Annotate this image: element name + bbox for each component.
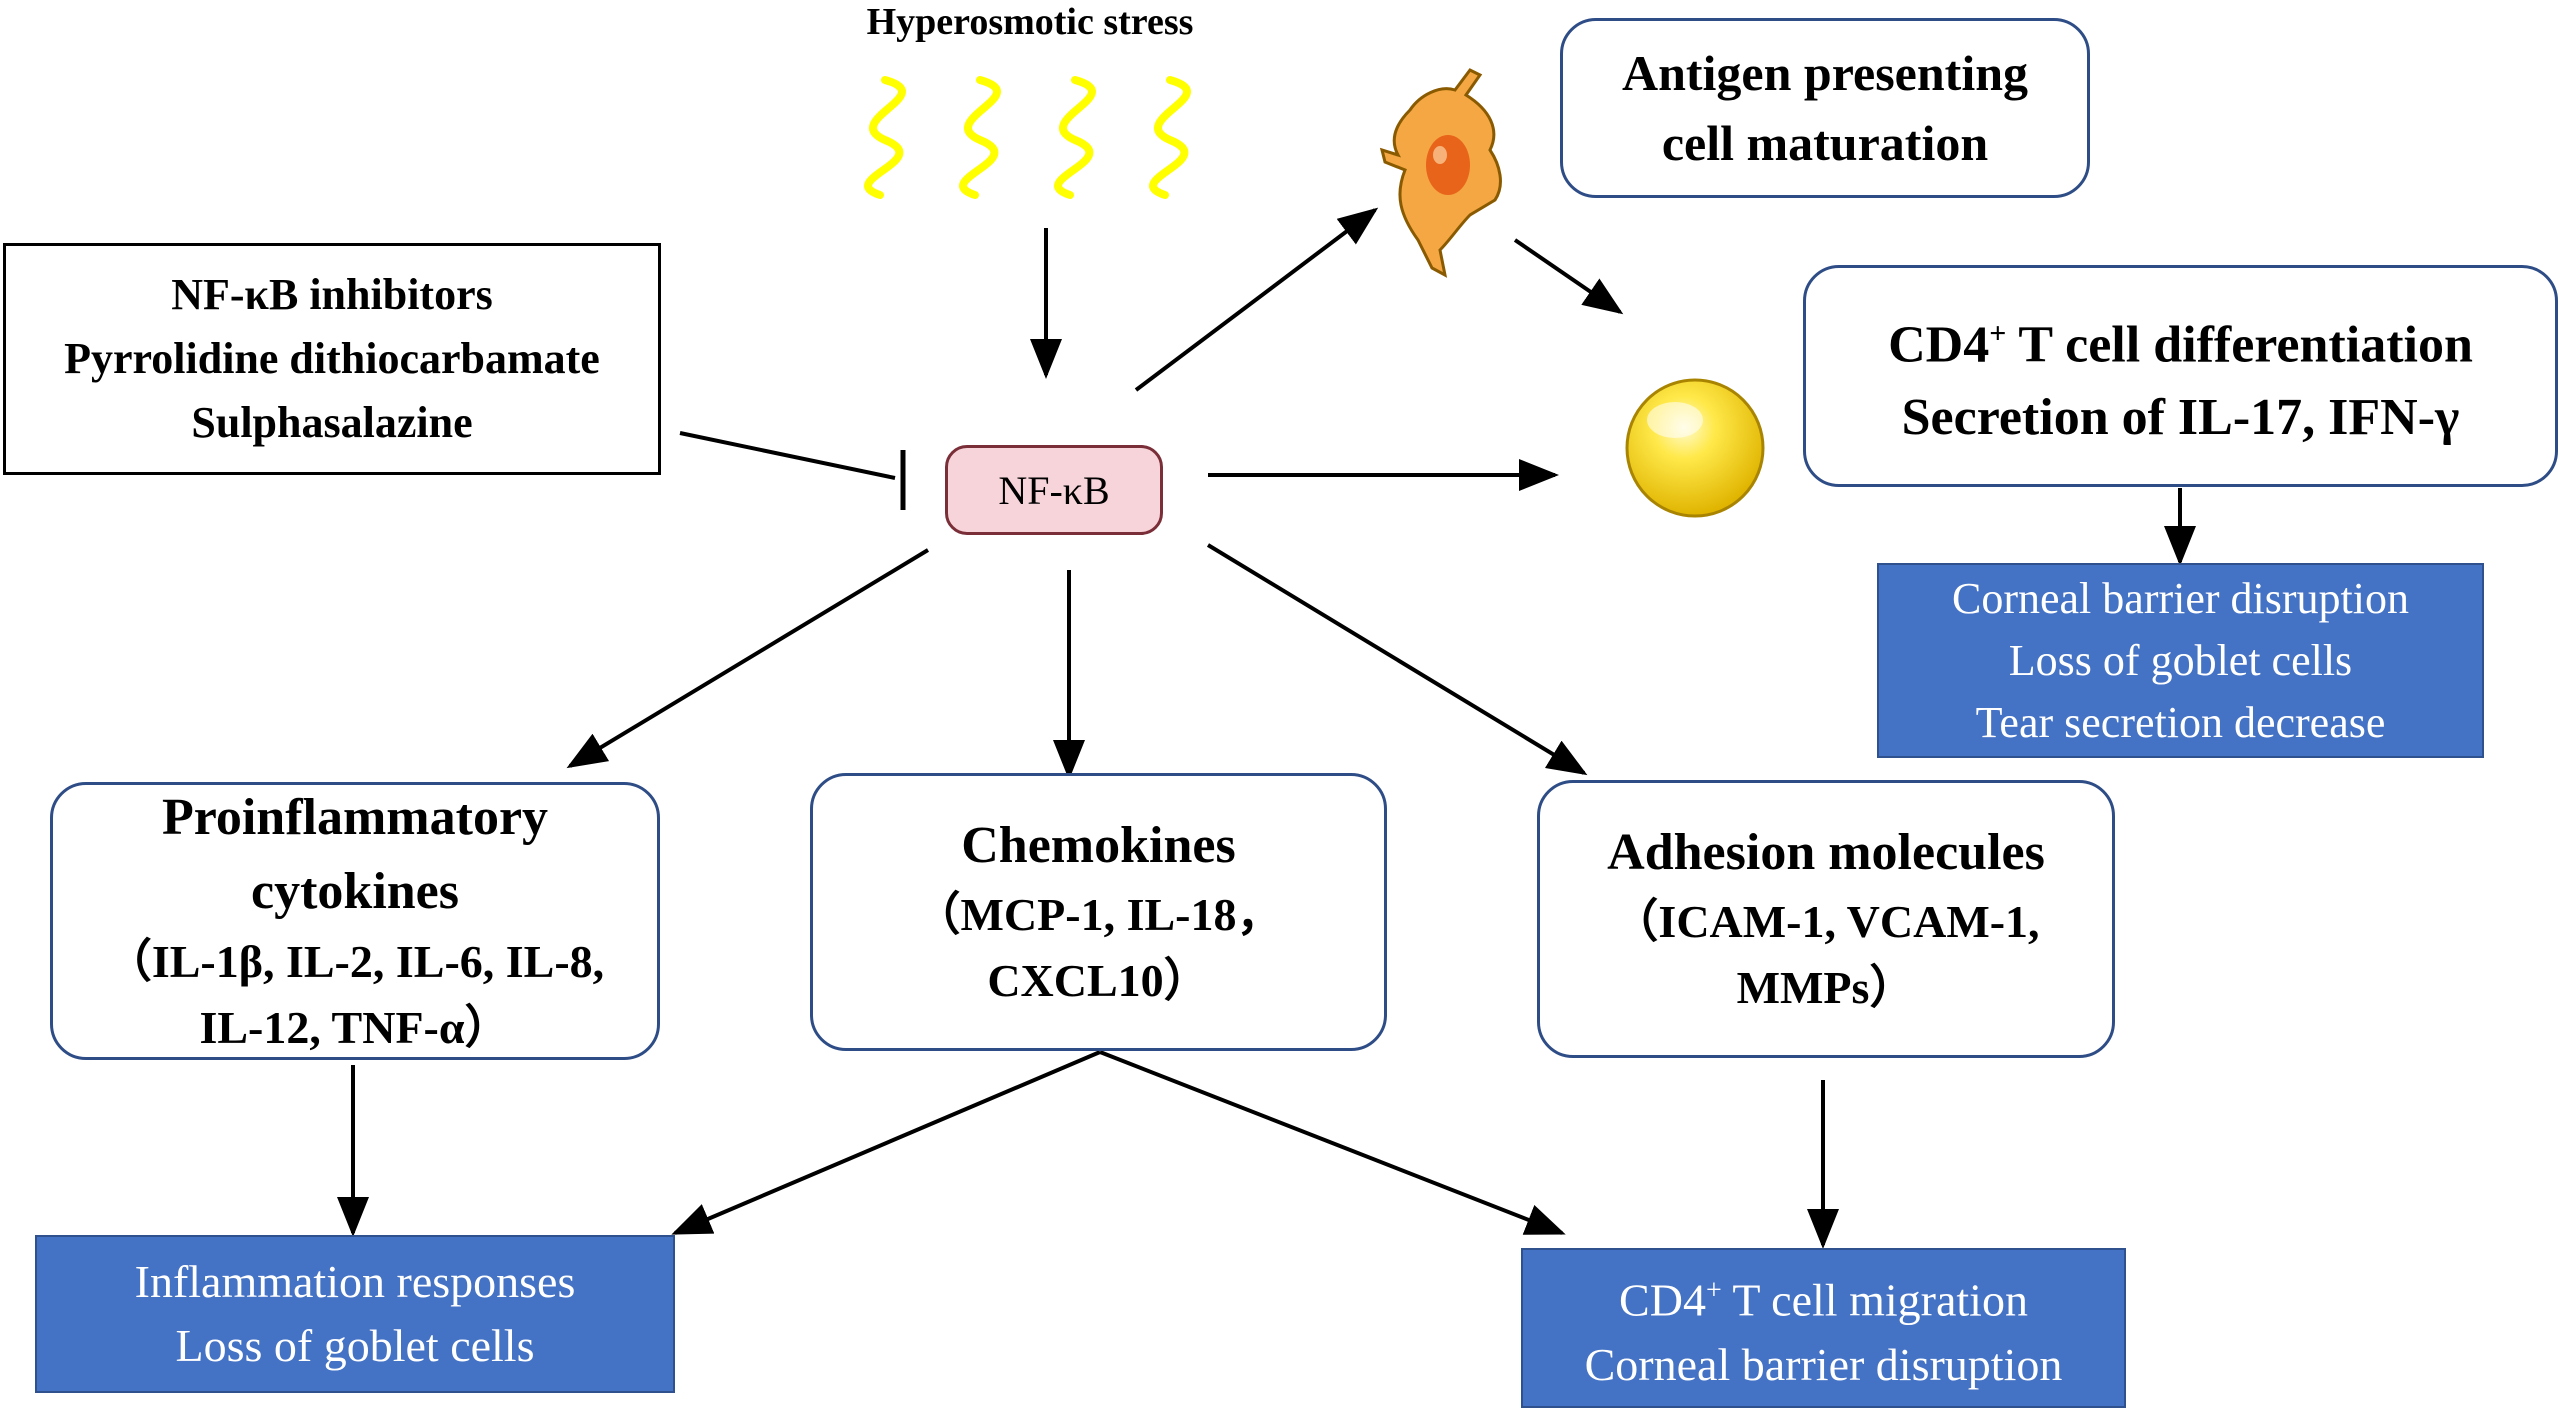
cytokines-title-1: Proinflammatory [161, 789, 549, 846]
adhesion-detail-2: MMPs） [1736, 962, 1916, 1013]
adhesion-title: Adhesion molecules [1607, 824, 2045, 881]
arrow-dendritic-to-tcell [1513, 238, 1624, 315]
stress-wave-4 [1149, 76, 1191, 199]
apc-line-2: cell maturation [1661, 115, 1989, 171]
migration-box: CD4+ T cell migration Corneal barrier di… [1521, 1248, 2126, 1408]
stress-wave-2 [959, 76, 1001, 199]
migration-line-1: CD4+ T cell migration [1619, 1274, 2028, 1326]
effect-tear-decrease: Tear secretion decrease [1975, 697, 2386, 747]
adhesion-detail-1: （ICAM-1, VCAM-1, [1612, 896, 2040, 947]
stress-label-text: Hyperosmotic stress [866, 1, 1194, 43]
stress-wave-3 [1054, 76, 1096, 199]
stress-label: Hyperosmotic stress [770, 0, 1290, 44]
tcell-effects-box: Corneal barrier disruption Loss of goble… [1877, 563, 2484, 758]
t-cell-icon [1625, 378, 1765, 518]
tcell-differentiation-box: CD4+ T cell differentiation Secretion of… [1803, 265, 2558, 487]
arrow-chemokines-to-migration [1099, 1050, 1566, 1235]
chemokines-detail-1: （MCP-1, IL-18， [914, 889, 1283, 940]
arrow-chemokines-to-inflammation [671, 1050, 1101, 1235]
tcell-diff-line-1: CD4+ T cell differentiation [1888, 316, 2473, 374]
chemokines-detail-2: CXCL10） [987, 955, 1210, 1006]
stress-wave-1 [864, 76, 906, 199]
cytokines-detail-2: IL-12, TNF-α） [199, 1002, 511, 1053]
inhibition-line [679, 431, 896, 480]
cytokines-title-2: cytokines [251, 863, 459, 920]
migration-line-2: Corneal barrier disruption [1584, 1338, 2063, 1390]
nfkb-node: NF-κB [945, 445, 1163, 535]
chemokines-title: Chemokines [961, 817, 1236, 874]
inhibitor-sulphasalazine: Sulphasalazine [191, 398, 473, 447]
cytokines-detail-1: （IL-1β, IL-2, IL-6, IL-8, [105, 936, 605, 987]
apc-maturation-box: Antigen presenting cell maturation [1560, 18, 2090, 198]
tcell-diff-line-2: Secretion of IL-17, IFN-γ [1901, 388, 2460, 446]
effect-goblet-loss: Loss of goblet cells [2008, 635, 2353, 685]
apc-line-1: Antigen presenting [1621, 45, 2029, 101]
inhibitors-box: NF-κB inhibitors Pyrrolidine dithiocarba… [3, 243, 661, 475]
dendritic-cell-icon [1379, 68, 1502, 278]
inflammation-box: Inflammation responses Loss of goblet ce… [35, 1235, 675, 1393]
inflammation-line-2: Loss of goblet cells [175, 1320, 535, 1371]
arrow-nfkb-to-adhesion [1206, 543, 1588, 776]
stress-waves [864, 76, 1191, 199]
effect-corneal-barrier: Corneal barrier disruption [1952, 573, 2409, 623]
chemokines-box: Chemokines （MCP-1, IL-18， CXCL10） [810, 773, 1387, 1051]
adhesion-box: Adhesion molecules （ICAM-1, VCAM-1, MMPs… [1537, 780, 2115, 1058]
inhibitor-pdtc: Pyrrolidine dithiocarbamate [64, 334, 600, 383]
cytokines-box: Proinflammatory cytokines （IL-1β, IL-2, … [50, 782, 660, 1060]
nfkb-label: NF-κB [998, 467, 1110, 513]
arrow-nfkb-to-dendritic-cell [1134, 207, 1379, 392]
inhibitors-title: NF-κB inhibitors [171, 270, 493, 319]
inflammation-line-1: Inflammation responses [134, 1256, 576, 1307]
arrow-nfkb-to-cytokines [566, 548, 930, 769]
